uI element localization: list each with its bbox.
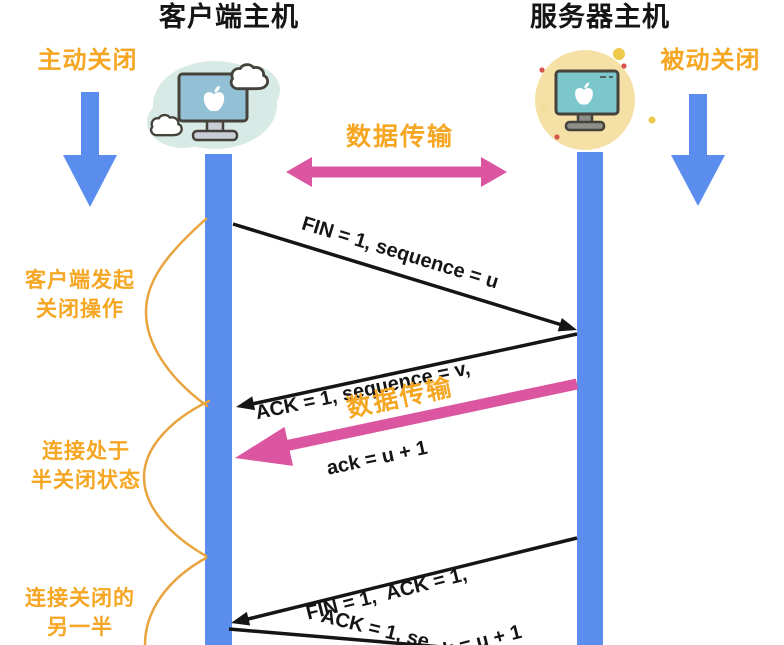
apple-logo-icon [203,85,225,112]
phase-1-line1: 客户端发起 [25,269,135,292]
phase-3-line1: 连接关闭的 [25,587,135,610]
phase-label-other-half-close: 连接关闭的 另一半 [15,584,145,642]
last-ack-segment-arrow [228,627,440,645]
phase-brace-1 [144,217,209,408]
data-transfer-top-label: 数据传输 [345,123,454,151]
phase-label-half-closed-state: 连接处于 半关闭状态 [20,437,152,495]
phase-3-line2: 另一半 [47,616,113,639]
decorative-dots [539,48,656,140]
client-lifeline [205,154,232,645]
data-transfer-double-arrow [286,157,507,187]
passive-close-label: 被动关闭 [660,47,761,74]
client-host-title: 客户端主机 [159,2,299,32]
phase-2-line1: 连接处于 [42,440,130,463]
monitor-stand [191,118,239,142]
client-host-icon [147,61,280,149]
phase-2-line2: 半关闭状态 [31,469,141,492]
passive-close-down-arrow [671,94,725,206]
active-close-label: 主动关闭 [37,47,138,74]
active-close-down-arrow [63,92,117,207]
data-transfer-left-arrow [235,378,579,466]
server-host-title: 服务器主机 [530,2,670,32]
server-lifeline [577,152,603,645]
phase-label-client-initiates-close: 客户端发起 关闭操作 [15,266,145,324]
cloud-icon [150,113,183,137]
ack-segment-arrow [236,332,578,411]
phase-brace-3 [143,556,208,645]
fin-ack-segment-arrow [231,536,578,626]
screen-menu-dashes [600,76,613,78]
phase-braces [142,217,211,645]
fin-segment-arrow [232,222,577,332]
cloud-icon [229,63,269,91]
apple-logo-icon [575,82,593,105]
phase-brace-2 [142,399,211,558]
server-host-icon [535,48,656,150]
ack-segment-label-line2: ack = u + 1 [324,436,430,480]
phase-1-line2: 关闭操作 [36,298,124,321]
